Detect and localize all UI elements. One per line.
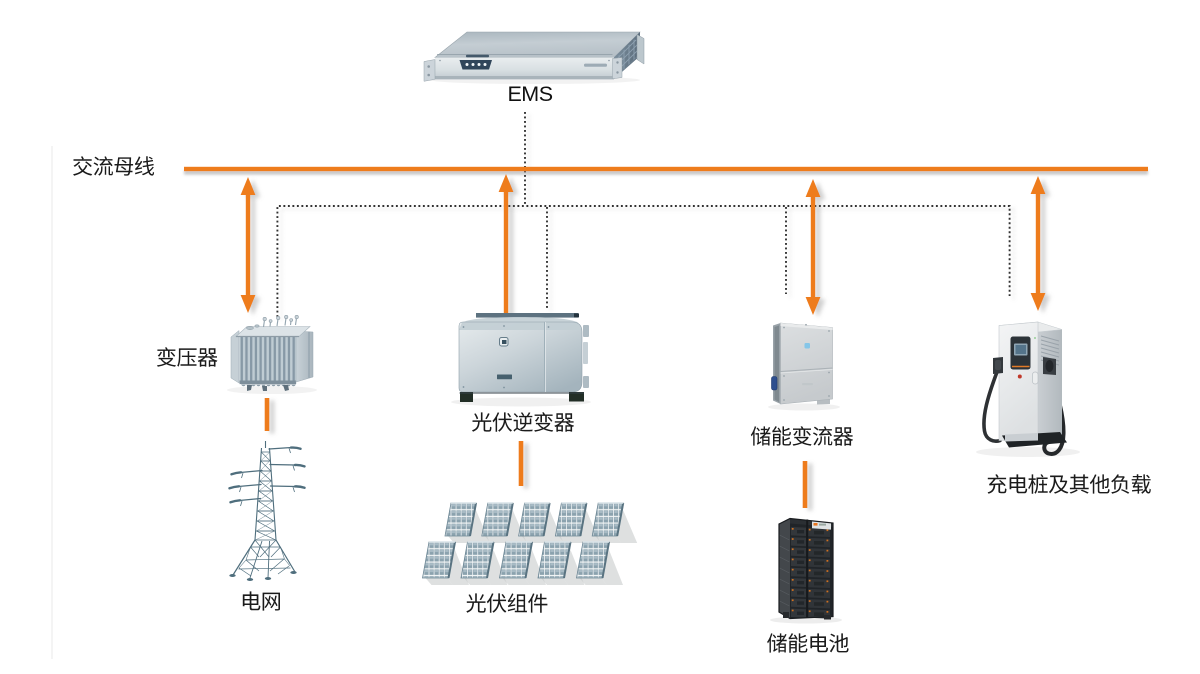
svg-text:EMS: EMS — [507, 82, 552, 106]
